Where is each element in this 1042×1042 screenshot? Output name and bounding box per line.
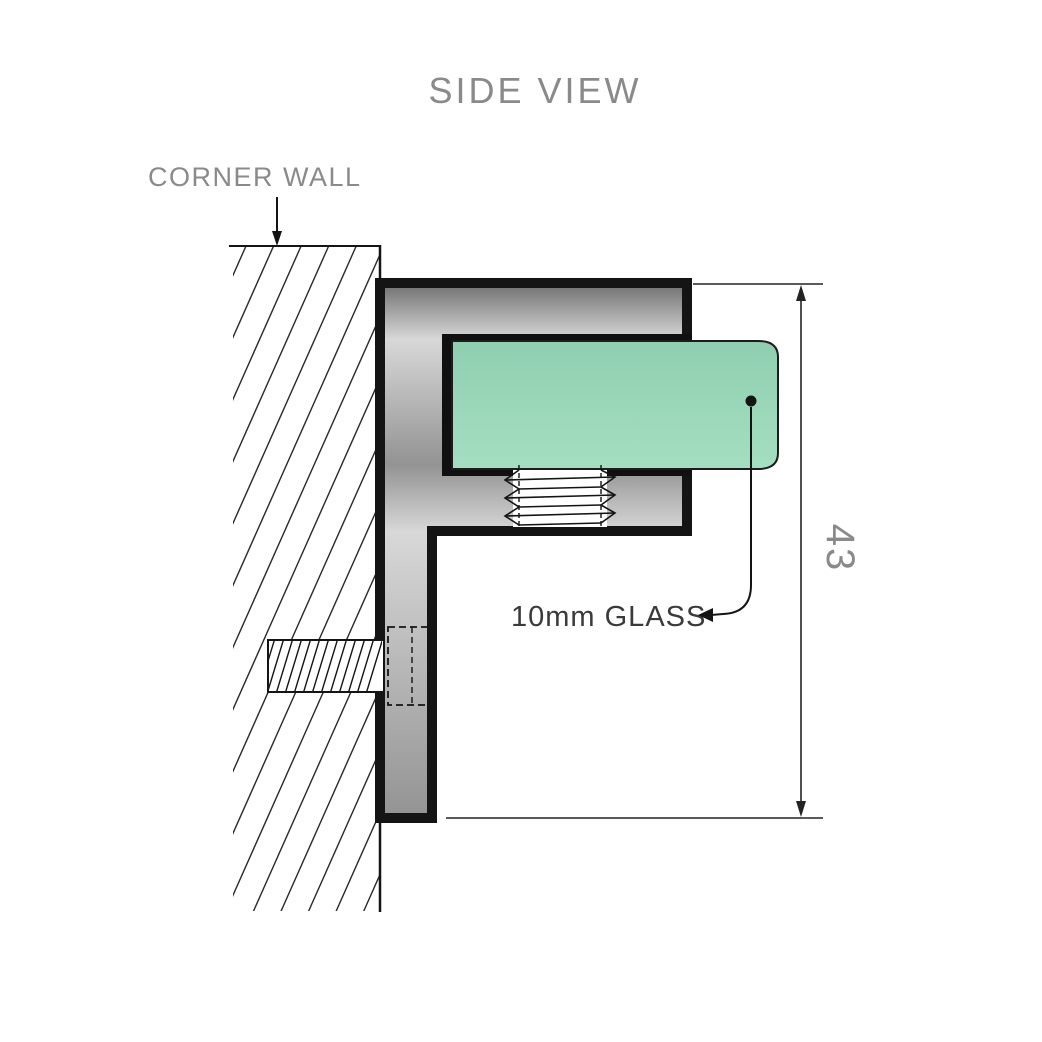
wall-screw-threads [269,641,382,691]
glass-leader-dot [745,395,757,407]
screw-head-hidden [387,626,429,706]
glass-panel [451,340,779,470]
glass-label: 10mm GLASS [511,601,706,633]
wall-screw [267,626,429,706]
dimension-value: 43 [818,524,862,573]
glass-leader-arrowhead [698,608,713,622]
dimension-43 [446,283,823,819]
glass-leader-line [698,395,757,622]
dimension-arrow-up [796,285,806,301]
corner-wall-label: CORNER WALL [148,162,362,192]
diagram-title: SIDE VIEW [428,70,641,111]
wall-hatching [233,247,379,911]
corner-wall-arrow [272,197,282,246]
dimension-arrow-down [796,801,806,817]
wall-line [229,245,382,912]
grub-screw [503,465,617,531]
